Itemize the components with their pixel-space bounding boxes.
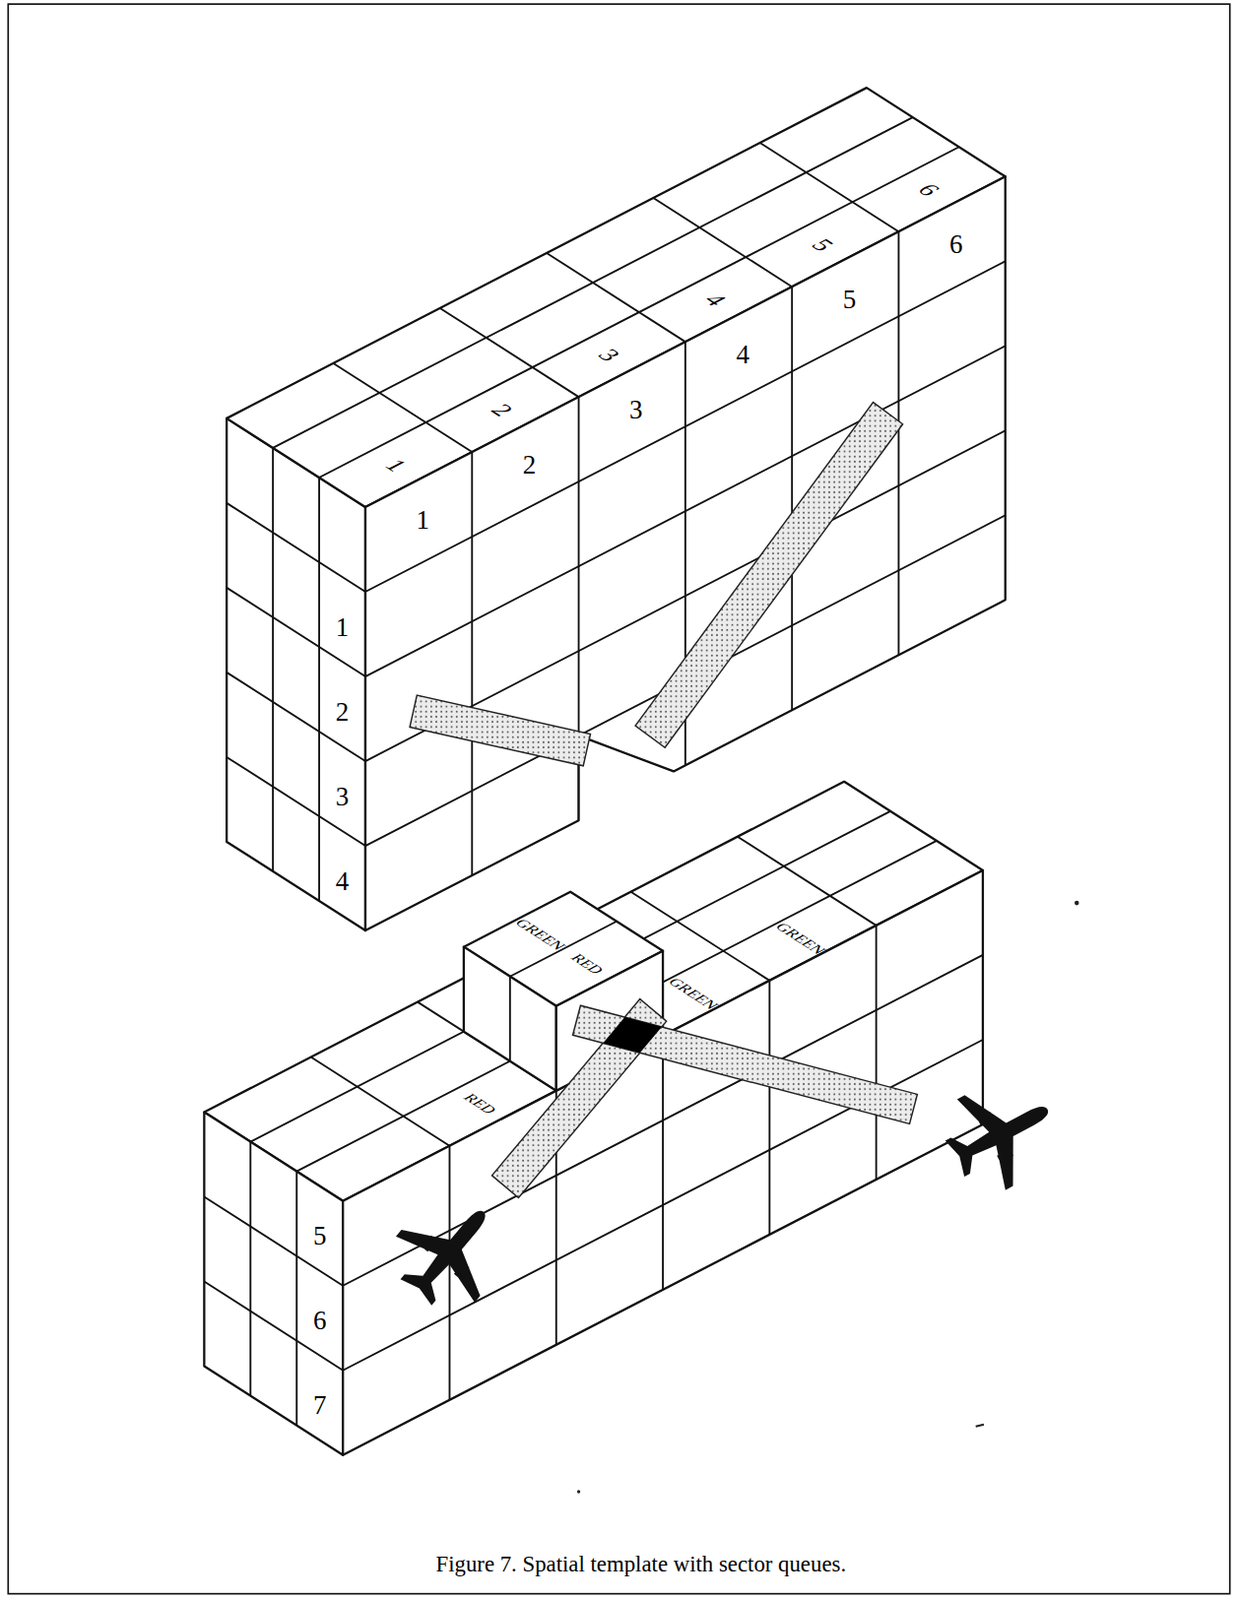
scan-speck	[1074, 901, 1080, 907]
grid-line	[295, 1172, 298, 1427]
lower-side-face-grid	[203, 1142, 343, 1427]
grid-line	[226, 757, 366, 847]
grid-line	[203, 1197, 343, 1287]
upper-side-face-fill	[226, 418, 366, 931]
lower-side-face-outline	[203, 1112, 343, 1456]
grid-line	[226, 587, 366, 677]
grid-line	[661, 1036, 664, 1291]
column-number: 1	[379, 456, 412, 474]
sector-status: GREEN	[512, 916, 569, 952]
airplane-symbol	[930, 1064, 1072, 1205]
grid-line	[449, 1146, 452, 1401]
row-number: 6	[313, 1308, 326, 1336]
column-number: 4	[735, 341, 749, 369]
grid-line	[271, 448, 274, 872]
column-number: 1	[416, 507, 430, 534]
row-number: 2	[335, 699, 349, 726]
airplane-silhouette	[376, 1178, 523, 1326]
lower-front-face-outline	[342, 870, 983, 1456]
queue-side-face-fill	[463, 947, 557, 1092]
grid-line	[898, 231, 901, 655]
sector-status: RED	[566, 952, 606, 977]
upper-front-face-grid	[365, 231, 1006, 876]
grid-line	[318, 477, 321, 902]
grid-line	[652, 197, 792, 287]
grid-line	[311, 1057, 451, 1147]
column-number: 2	[486, 400, 520, 419]
grid-line	[332, 363, 472, 453]
upper-side-face-grid	[226, 448, 366, 902]
column-number: 5	[806, 235, 840, 254]
sector-status: GREEN	[771, 920, 828, 956]
grid-line	[546, 253, 686, 342]
sector-status: RED	[459, 1092, 500, 1116]
scan-speck	[976, 1425, 984, 1428]
grid-line	[226, 672, 366, 762]
grid-line	[249, 1142, 252, 1397]
grid-line	[760, 142, 900, 232]
grid-line	[470, 452, 473, 876]
flight-path-band	[409, 695, 590, 767]
column-number: 5	[843, 286, 856, 314]
scan-speck	[577, 1490, 581, 1494]
figure-frame	[7, 3, 1230, 1595]
airplane-symbol	[376, 1178, 523, 1326]
lower-template-block	[203, 781, 983, 1456]
lower-side-face-fill	[203, 1112, 343, 1456]
upper-front-face-fill	[365, 176, 1006, 931]
grid-line	[226, 503, 366, 592]
row-number: 4	[335, 868, 349, 896]
row-number: 1	[335, 614, 349, 642]
column-number: 6	[912, 180, 946, 198]
sector-status: GREEN	[664, 976, 721, 1011]
grid-line	[440, 308, 580, 397]
lower-front-face-fill	[342, 870, 983, 1456]
grid-line	[768, 980, 771, 1236]
flight-path-band	[635, 402, 904, 749]
conflict-cell	[491, 999, 666, 1199]
upper-side-face-outline	[226, 418, 366, 931]
column-number: 4	[699, 290, 732, 309]
grid-line	[203, 1282, 343, 1371]
row-number: 7	[313, 1393, 326, 1421]
upper-front-face-outline	[365, 176, 1006, 931]
row-number: 3	[335, 783, 349, 811]
queue-side-face-grid	[509, 977, 511, 1062]
airplane-silhouette	[930, 1064, 1072, 1205]
grid-line	[365, 345, 1006, 677]
column-number: 2	[522, 452, 536, 479]
grid-line	[509, 977, 512, 1062]
column-number: 3	[629, 396, 643, 424]
queue-side-face-outline	[463, 947, 557, 1092]
grid-line	[365, 260, 1006, 592]
row-number: 5	[313, 1224, 326, 1251]
column-number: 3	[592, 345, 626, 364]
figure-caption: Figure 7. Spatial template with sector q…	[435, 1553, 847, 1576]
lower-front-face-grid	[342, 925, 983, 1401]
column-number: 6	[949, 231, 963, 259]
grid-line	[737, 837, 877, 926]
grid-line	[875, 925, 878, 1180]
grid-line	[790, 286, 793, 711]
upper-template-block	[226, 87, 1006, 931]
